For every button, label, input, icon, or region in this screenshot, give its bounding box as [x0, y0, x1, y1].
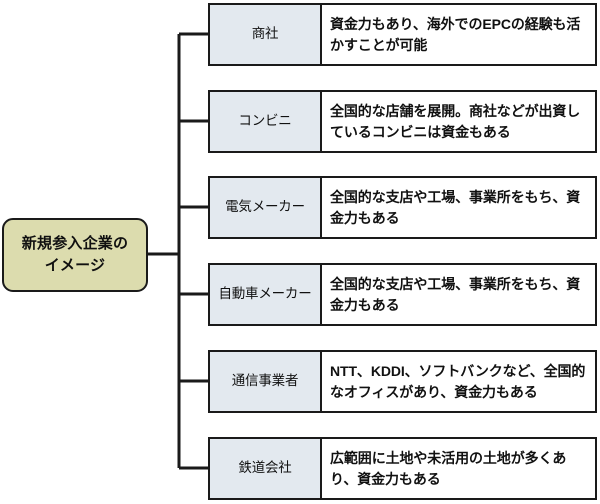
branch-description-text-4: 全国的な支店や工場、事業所をもち、資金力もある: [330, 275, 581, 313]
branch-label-5[interactable]: 通信事業者: [208, 350, 322, 413]
branch-description-6: 広範囲に土地や未活用の土地が多くあり、資金力もある: [322, 437, 597, 500]
branch-label-text-1: 商社: [251, 26, 279, 42]
branch-description-4: 全国的な支店や工場、事業所をもち、資金力もある: [322, 263, 597, 326]
branch-row-3[interactable]: 電気メーカー 全国的な支店や工場、事業所をもち、資金力もある: [208, 176, 597, 239]
branch-row-5[interactable]: 通信事業者 NTT、KDDI、ソフトバンクなど、全国的なオフィスがあり、資金力も…: [208, 350, 597, 413]
branch-label-4[interactable]: 自動車メーカー: [208, 263, 322, 326]
branch-label-6[interactable]: 鉄道会社: [208, 437, 322, 500]
branch-label-text-2: コンビニ: [238, 113, 292, 129]
branch-description-3: 全国的な支店や工場、事業所をもち、資金力もある: [322, 176, 597, 239]
branch-description-text-1: 資金力もあり、海外でのEPCの経験も活かすことが可能: [330, 15, 581, 53]
branch-label-text-6: 鉄道会社: [238, 460, 292, 476]
branch-label-text-5: 通信事業者: [231, 373, 299, 389]
branch-description-text-3: 全国的な支店や工場、事業所をもち、資金力もある: [330, 188, 581, 226]
branch-description-text-6: 広範囲に土地や未活用の土地が多くあり、資金力もある: [330, 449, 567, 487]
branch-label-text-4: 自動車メーカー: [218, 286, 312, 302]
branch-row-1[interactable]: 商社 資金力もあり、海外でのEPCの経験も活かすことが可能: [208, 3, 597, 66]
branch-description-2: 全国的な店舗を展開。商社などが出資しているコンビニは資金もある: [322, 90, 597, 153]
root-node[interactable]: 新規参入企業の イメージ: [2, 218, 148, 292]
branch-row-2[interactable]: コンビニ 全国的な店舗を展開。商社などが出資しているコンビニは資金もある: [208, 90, 597, 153]
branch-description-5: NTT、KDDI、ソフトバンクなど、全国的なオフィスがあり、資金力もある: [322, 350, 597, 413]
branch-row-4[interactable]: 自動車メーカー 全国的な支店や工場、事業所をもち、資金力もある: [208, 263, 597, 326]
branch-label-3[interactable]: 電気メーカー: [208, 176, 322, 239]
branch-label-1[interactable]: 商社: [208, 3, 322, 66]
branch-label-text-3: 電気メーカー: [225, 199, 305, 215]
branch-row-6[interactable]: 鉄道会社 広範囲に土地や未活用の土地が多くあり、資金力もある: [208, 437, 597, 500]
branch-description-text-5: NTT、KDDI、ソフトバンクなど、全国的なオフィスがあり、資金力もある: [330, 362, 586, 400]
branch-label-2[interactable]: コンビニ: [208, 90, 322, 153]
branch-description-1: 資金力もあり、海外でのEPCの経験も活かすことが可能: [322, 3, 597, 66]
branch-description-text-2: 全国的な店舗を展開。商社などが出資しているコンビニは資金もある: [330, 102, 581, 140]
root-node-label: 新規参入企業の イメージ: [21, 235, 129, 274]
